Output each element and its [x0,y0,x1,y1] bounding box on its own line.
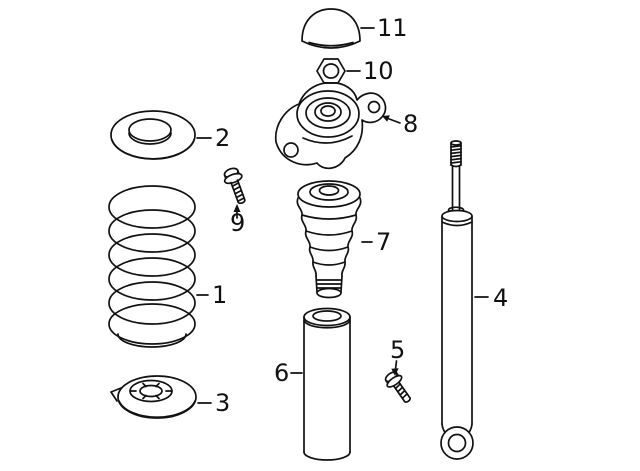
callout-label-8: 8 [403,110,418,138]
callout-label-11: 11 [377,14,408,42]
strut-mount-drawing [274,82,387,170]
callout-label-9: 9 [230,209,245,237]
upper-spring-seat-drawing [110,110,196,160]
dust-boot-drawing [303,307,351,461]
callout-label-1: 1 [212,281,227,309]
mount-bolt-drawing [223,167,246,205]
callout-label-5: 5 [390,336,405,364]
callout-label-3: 3 [215,389,230,417]
bump-stop-drawing [296,180,362,299]
lock-nut-drawing [316,58,346,84]
coil-spring-drawing [108,185,196,348]
callout-label-2: 2 [215,124,230,152]
shock-absorber-drawing [440,140,474,460]
callout-label-6: 6 [274,359,289,387]
callout-label-7: 7 [376,228,391,256]
lower-spring-seat-drawing [110,375,197,419]
arrowhead-5 [391,368,399,376]
callout-label-10: 10 [363,57,394,85]
leader-lines [196,27,489,404]
lower-mount-bolt-drawing [384,371,411,403]
callout-labels: 11 10 8 2 9 7 1 4 5 6 3 [212,14,508,417]
leader-line-8 [387,117,401,124]
callout-label-4: 4 [493,284,508,312]
arrowhead-9 [233,204,241,212]
leader-line-5 [394,360,398,370]
cap-drawing [301,8,361,49]
arrowhead-8 [382,115,390,122]
